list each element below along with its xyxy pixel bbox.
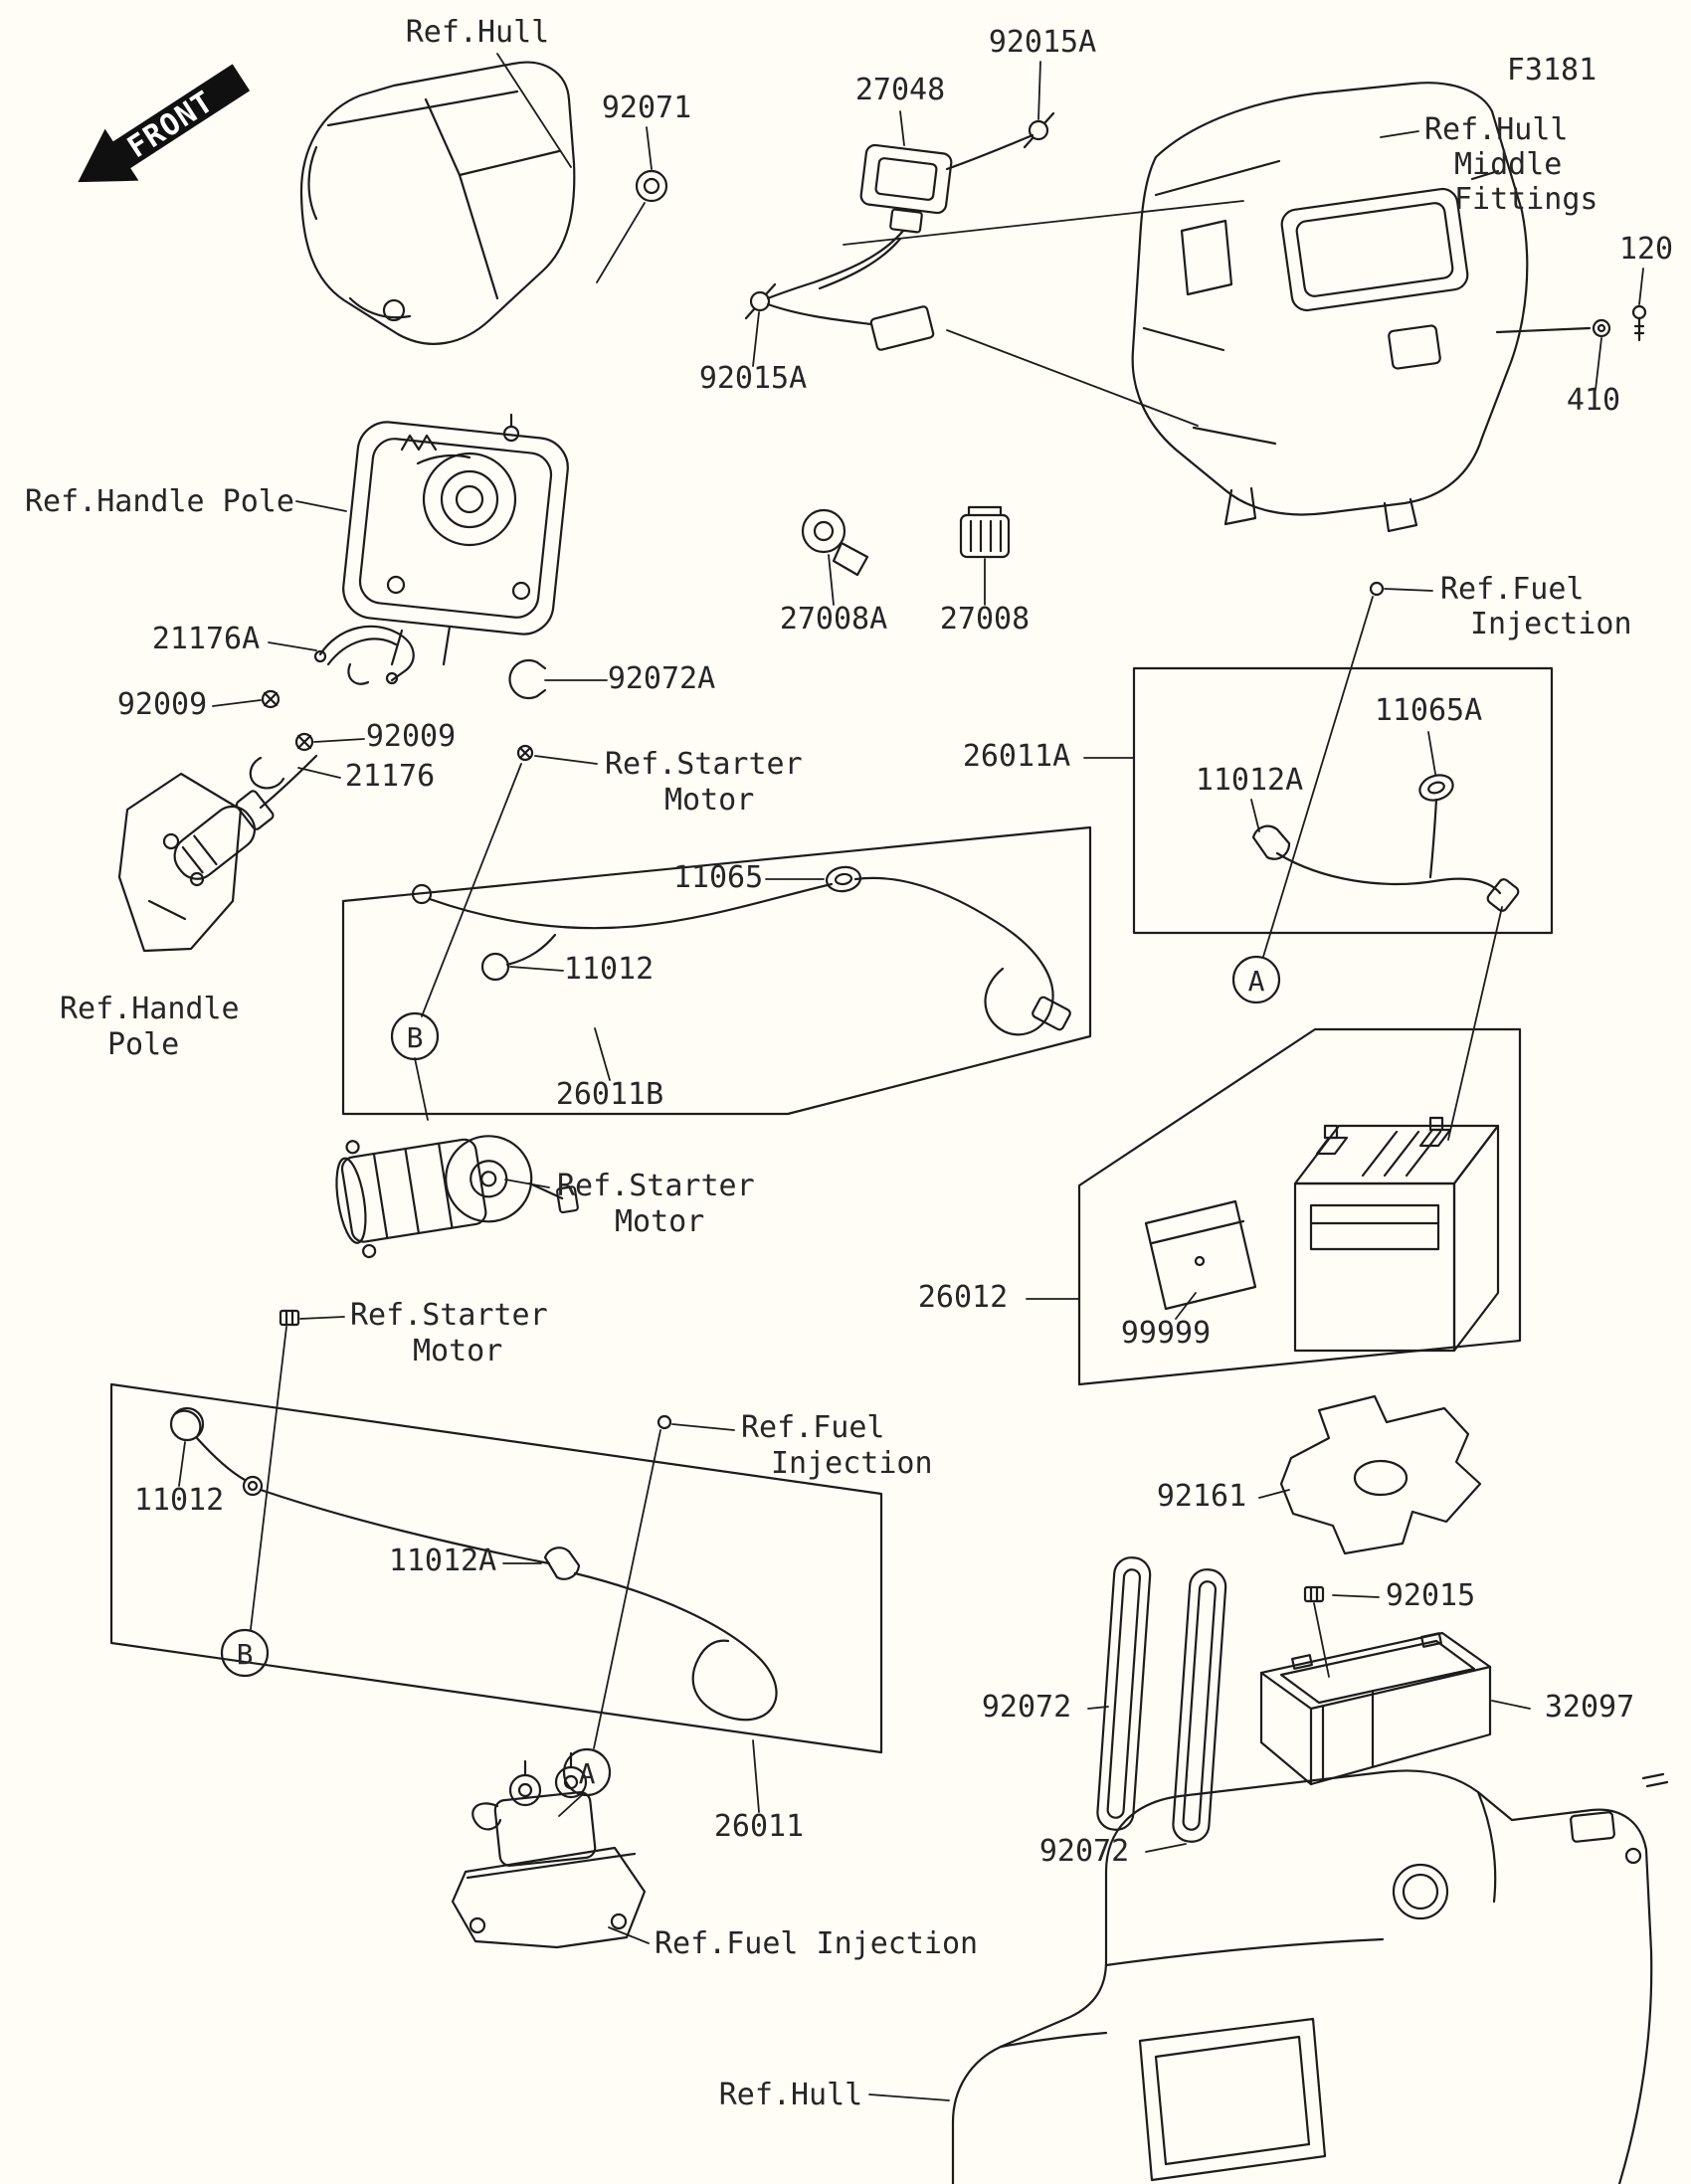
nut-starter-ref-drawing: [279, 1309, 300, 1327]
callout-ref-starter-top-2: Motor: [664, 783, 754, 818]
callout-92072-lower: 92072: [1039, 1834, 1129, 1869]
callout-92015: 92015: [1386, 1578, 1475, 1613]
battery-cable-26011-drawing: [169, 1406, 778, 1722]
callout-ref-starter-top-1: Ref.Starter: [605, 747, 803, 782]
hull-bottom-drawing: [951, 1769, 1669, 2184]
screw-92009-top-drawing: [261, 689, 281, 709]
callout-27008a: 27008A: [780, 602, 887, 637]
starter-relay-drawing: [451, 1751, 647, 1949]
callout-11065a: 11065A: [1375, 693, 1482, 728]
strap-92072-left-drawing: [1096, 1556, 1152, 1831]
callout-92009-top: 92009: [117, 687, 207, 722]
reference-badge-a-right: A: [1231, 955, 1281, 1004]
callout-21176a: 21176A: [152, 622, 260, 656]
callout-11012-left: 11012: [134, 1483, 224, 1518]
washer-410-drawing: [1592, 318, 1611, 338]
callout-ref-fuel-mid-1: Ref.Fuel: [741, 1410, 885, 1445]
callout-ref-hull-middle-3: Fittings: [1454, 182, 1598, 217]
callout-92161: 92161: [1157, 1479, 1246, 1514]
callout-410: 410: [1567, 383, 1620, 418]
reference-badge-b-center: B: [390, 1011, 440, 1061]
callout-99999: 99999: [1121, 1316, 1211, 1351]
grommet-92071-drawing: [635, 169, 668, 203]
callout-27048: 27048: [855, 73, 945, 107]
terminal-27008a-drawing: [801, 508, 869, 577]
clamp-92015a-side-drawing: [744, 282, 777, 320]
battery-cable-26011b-drawing: [411, 865, 1071, 1036]
reference-badge-a-low: A: [562, 1747, 612, 1797]
callout-ref-handle-pole-bottom-1: Ref.Handle: [60, 992, 240, 1026]
callout-ref-fuel-right-2: Injection: [1470, 607, 1632, 641]
harness-box-26011a: [1132, 666, 1554, 935]
callout-92015a-top: 92015A: [989, 25, 1096, 60]
bolt-120-drawing: [1631, 304, 1647, 342]
callout-26011: 26011: [714, 1809, 804, 1844]
callout-92071: 92071: [602, 91, 691, 125]
handlebar-switch-21176-drawing: [117, 754, 318, 953]
callout-26011a: 26011A: [963, 739, 1070, 774]
callout-92015a-side: 92015A: [699, 361, 807, 396]
hull-top-drawing: [299, 61, 576, 345]
harness-box-26011: [109, 1382, 883, 1754]
callout-27008: 27008: [940, 602, 1030, 637]
callout-ref-fuel-right-1: Ref.Fuel: [1440, 572, 1585, 607]
callout-ref-starter-low-2: Motor: [413, 1334, 502, 1368]
bolt-starter-ref-drawing: [516, 744, 534, 762]
callout-32097: 32097: [1545, 1690, 1634, 1725]
badge-b-low-label: B: [237, 1638, 254, 1671]
badge-b-center-label: B: [407, 1021, 424, 1054]
callout-ref-starter-mid-1: Ref.Starter: [557, 1169, 755, 1203]
hull-middle-fittings-drawing: [1131, 82, 1592, 533]
screw-fuel-ref-right-drawing: [1369, 581, 1385, 597]
battery-case-32097-drawing: [1259, 1631, 1492, 1786]
relay-27048-drawing: [766, 133, 1034, 351]
battery-drawing: [1293, 1116, 1500, 1353]
callout-ref-fuel-mid-2: Injection: [771, 1446, 933, 1481]
nut-92015-drawing: [1303, 1585, 1325, 1603]
battery-pad-92161-drawing: [1279, 1394, 1482, 1555]
badge-a-right-label: A: [1248, 965, 1265, 998]
handle-pole-plate-drawing: [342, 413, 569, 666]
badge-a-low-label: A: [579, 1757, 596, 1790]
front-arrow-label: FRONT: [121, 85, 220, 165]
screw-fuel-ref-left-drawing: [657, 1414, 672, 1430]
callout-ref-hull-middle-2: Middle: [1454, 147, 1562, 182]
battery-box-26012: [1077, 1027, 1522, 1386]
callout-ref-hull-bottom: Ref.Hull: [719, 2078, 863, 2112]
callout-26011b: 26011B: [556, 1077, 663, 1112]
callout-92009-mid: 92009: [366, 719, 456, 754]
starter-motor-drawing: [335, 1135, 579, 1259]
callout-ref-starter-low-1: Ref.Starter: [350, 1298, 548, 1333]
callout-21176: 21176: [345, 759, 435, 794]
callout-ref-hull-top: Ref.Hull: [406, 15, 550, 50]
figure-code: F3181: [1507, 53, 1597, 88]
reference-badge-b-low: B: [220, 1628, 270, 1678]
leader-lines: [178, 53, 1644, 2101]
callout-11012a-left: 11012A: [389, 1544, 496, 1578]
callout-11065: 11065: [673, 860, 763, 895]
callout-labels: Ref.Hull 92071 27048 92015A F3181 Ref.Hu…: [25, 15, 1673, 2112]
callout-120: 120: [1619, 232, 1673, 267]
callout-ref-fuel-bottom: Ref.Fuel Injection: [655, 1926, 978, 1961]
callout-26012: 26012: [918, 1280, 1008, 1315]
front-arrow: FRONT: [78, 64, 251, 183]
callout-11012-center: 11012: [564, 952, 654, 987]
bracket-21176a-drawing: [313, 625, 415, 685]
callout-92072a: 92072A: [608, 661, 715, 696]
harness-box-26011b: [341, 825, 1092, 1116]
callout-ref-hull-middle-1: Ref.Hull: [1424, 112, 1569, 147]
connector-27008-drawing: [959, 505, 1011, 559]
callout-ref-handle-pole-bottom-2: Pole: [107, 1027, 179, 1062]
callout-92072-upper: 92072: [982, 1690, 1071, 1725]
callout-ref-handle-pole-top: Ref.Handle Pole: [25, 484, 294, 519]
strap-92072-right-drawing: [1172, 1568, 1227, 1843]
screw-92009-mid-drawing: [294, 732, 314, 752]
callout-ref-starter-mid-2: Motor: [615, 1204, 704, 1239]
clamp-92015a-top-drawing: [1023, 111, 1055, 149]
clamp-92072a-drawing: [508, 658, 547, 700]
callout-11012a-right: 11012A: [1196, 763, 1303, 798]
parts-bag-99999-drawing: [1144, 1199, 1257, 1311]
